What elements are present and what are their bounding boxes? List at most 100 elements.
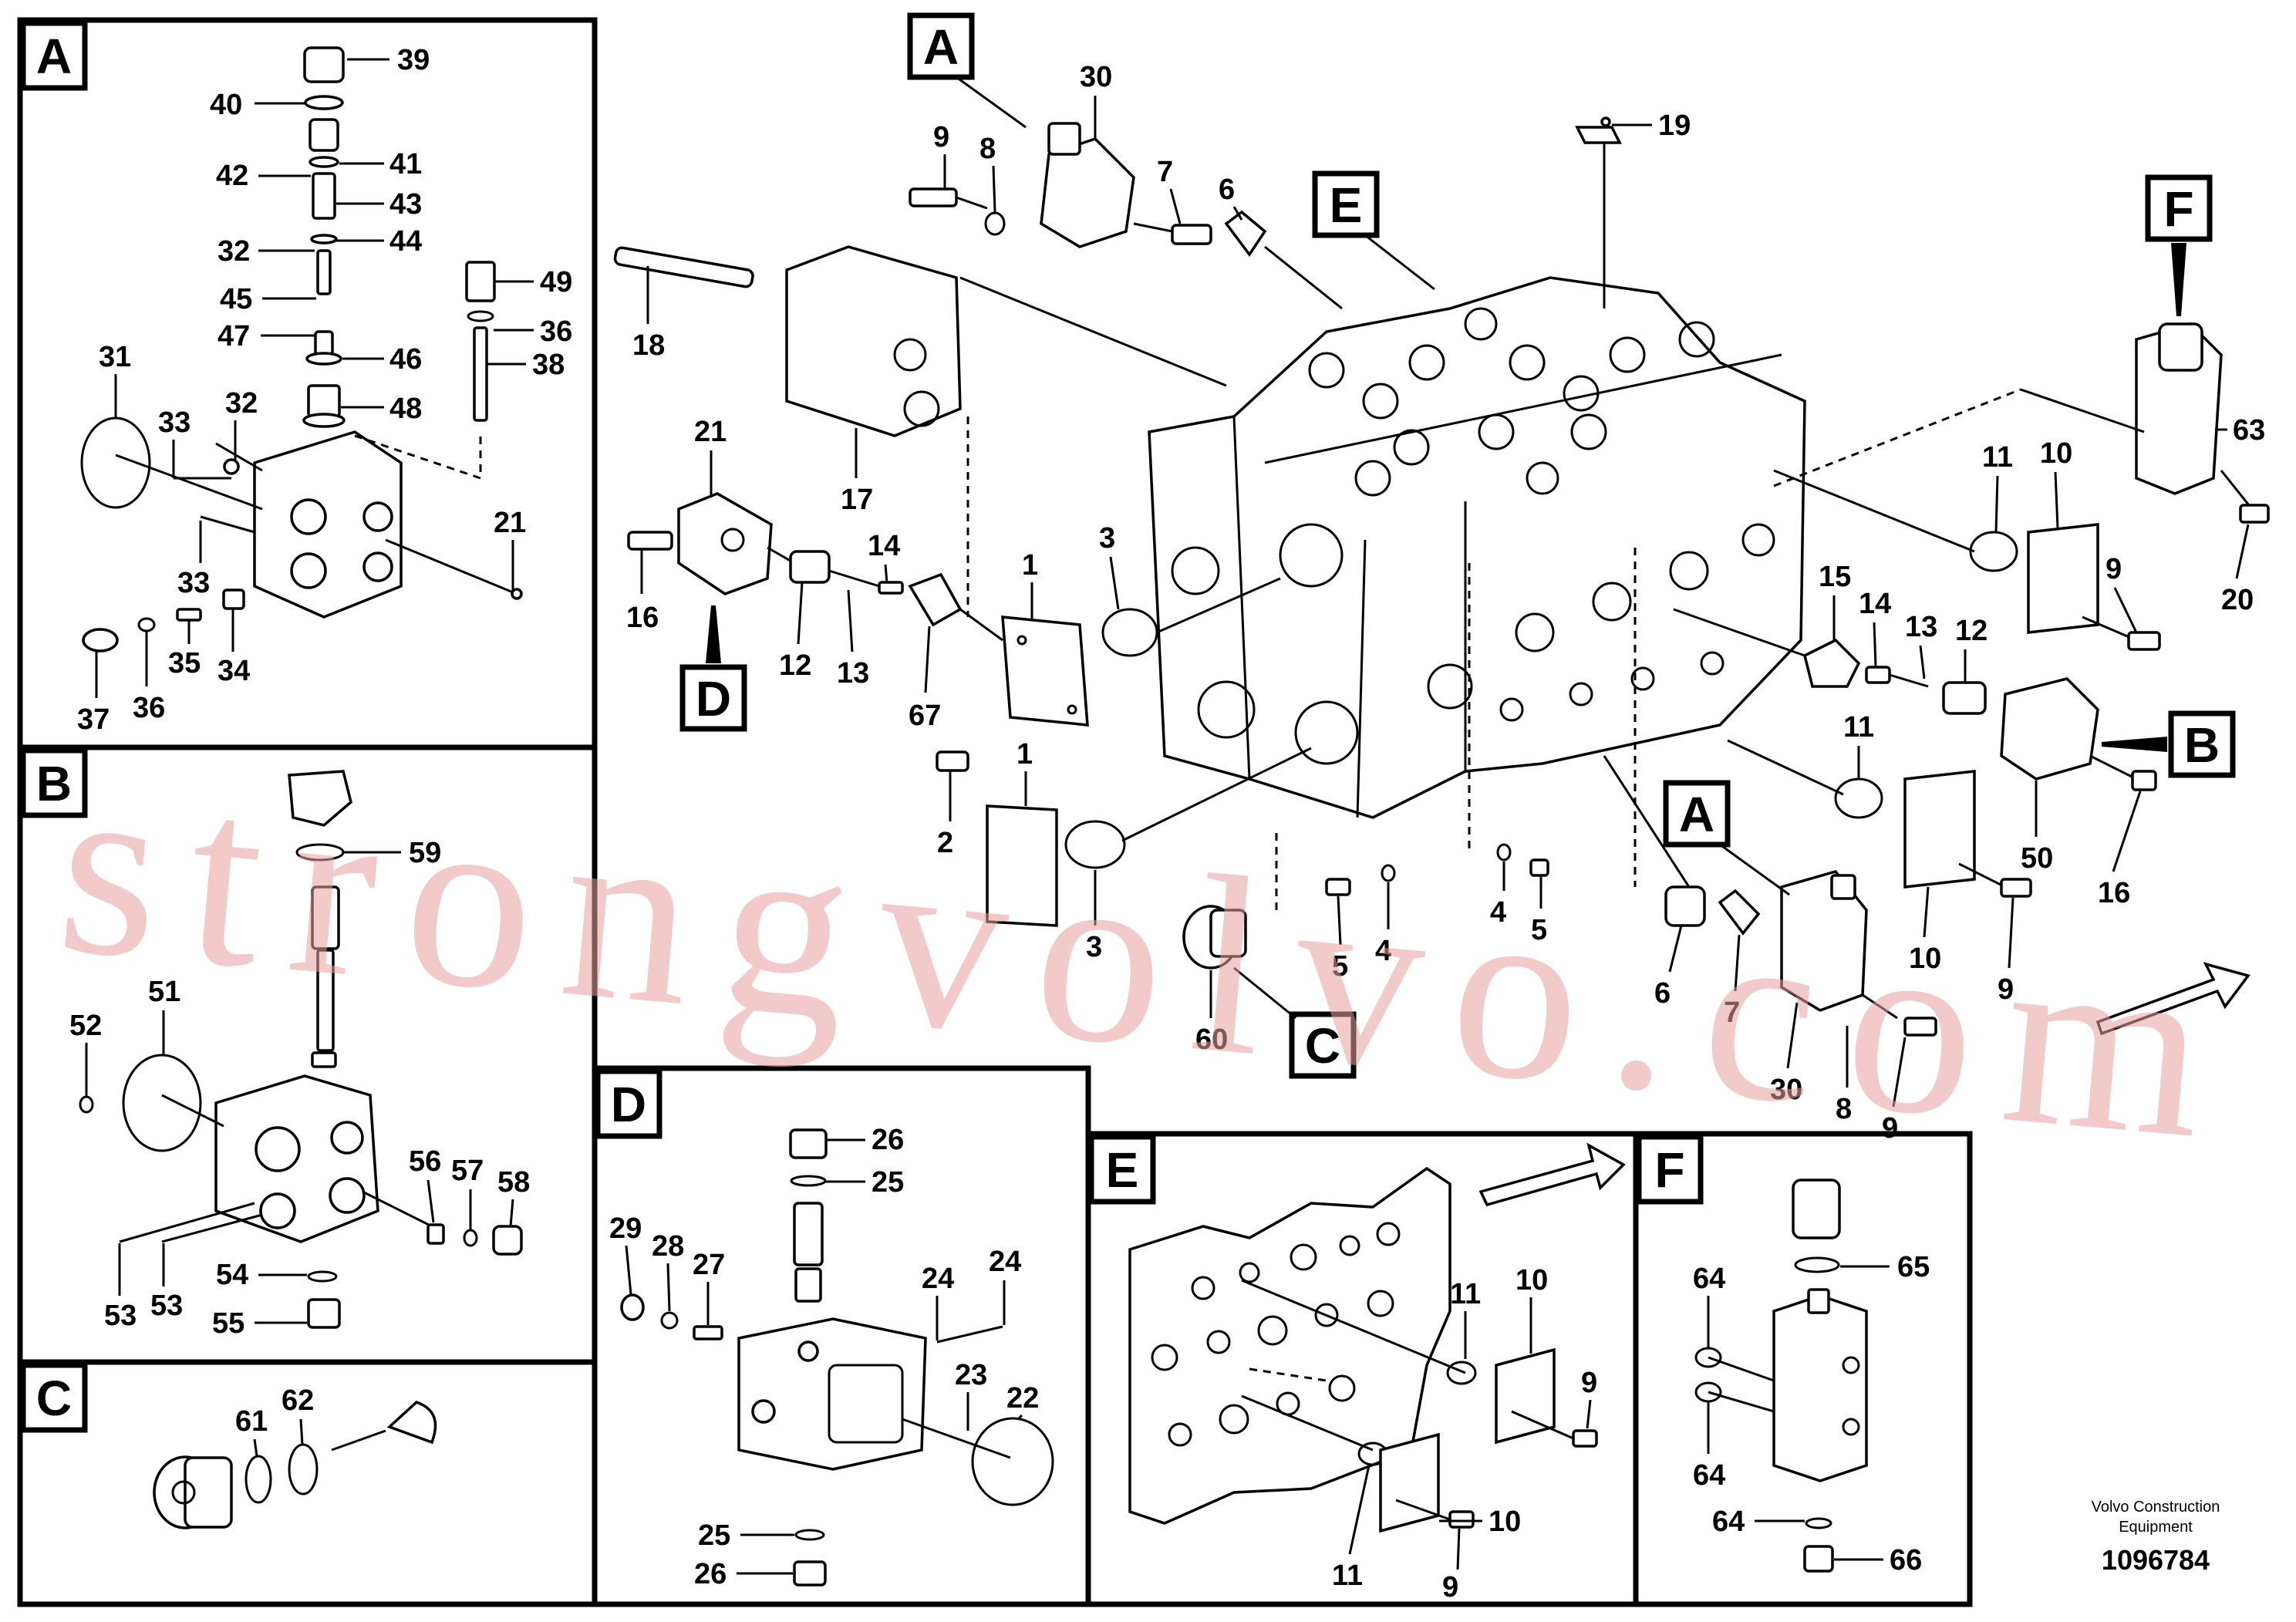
- label-58: 58: [497, 1166, 530, 1199]
- panel-a-tag: A: [20, 20, 88, 91]
- callout-a-bottom-letter: A: [1679, 787, 1714, 842]
- panel-d-labels: 26 25 29 28 27 24 24 23 22 25 26: [609, 1124, 1039, 1590]
- callout-a-bottom: A: [1663, 780, 1790, 896]
- label-11a: 11: [1450, 1278, 1481, 1310]
- label-31: 31: [99, 341, 131, 373]
- label-66: 66: [1890, 1544, 1922, 1576]
- label-2: 2: [937, 827, 953, 859]
- panel-f-letter: F: [1654, 1142, 1684, 1198]
- label-1: 1: [1022, 549, 1038, 582]
- label-1b: 1: [1017, 738, 1033, 771]
- label-8b: 8: [1836, 1093, 1852, 1125]
- panel-c-letter: C: [36, 1371, 72, 1426]
- panel-b-tag: B: [20, 747, 88, 818]
- label-60: 60: [1195, 1023, 1228, 1056]
- panel-c-drawing: [153, 1401, 437, 1529]
- label-61: 61: [235, 1405, 268, 1438]
- panel-b-drawing: [79, 770, 523, 1329]
- label-11b: 11: [1332, 1560, 1363, 1592]
- label-9b: 9: [2106, 553, 2122, 585]
- callout-d-letter: D: [696, 671, 731, 727]
- label-8: 8: [979, 133, 996, 165]
- label-67: 67: [909, 700, 941, 732]
- panel-e-tag: E: [1088, 1134, 1156, 1205]
- label-9: 9: [933, 121, 949, 153]
- credit-line-1: Volvo Construction: [2092, 1499, 2220, 1516]
- panel-e-drawing: [1128, 1142, 1626, 1533]
- callout-c: C: [1233, 966, 1357, 1079]
- label-30: 30: [1080, 61, 1112, 93]
- panel-d-tag: D: [595, 1068, 663, 1139]
- callout-a-top: A: [907, 12, 1027, 129]
- label-9a: 9: [1581, 1367, 1597, 1399]
- callout-e-letter: E: [1330, 177, 1363, 233]
- label-12b: 12: [1955, 615, 1988, 647]
- label-25a: 25: [872, 1166, 904, 1199]
- panel-f-frame: [1633, 1131, 1973, 1607]
- label-6: 6: [1219, 174, 1235, 206]
- label-27: 27: [693, 1249, 725, 1281]
- label-41: 41: [389, 148, 422, 180]
- label-62: 62: [282, 1384, 314, 1417]
- label-20: 20: [2221, 584, 2254, 616]
- panel-f-labels: 65 64 64 64 66: [1693, 1251, 1930, 1576]
- label-11: 11: [1982, 441, 2013, 474]
- label-16: 16: [626, 602, 659, 634]
- label-40: 40: [210, 89, 242, 121]
- label-35: 35: [168, 647, 201, 679]
- panel-e-labels: 11 10 9 10 11 9: [1332, 1264, 1597, 1603]
- label-9d: 9: [1882, 1112, 1898, 1145]
- panel-c-labels: 61 62: [235, 1384, 314, 1457]
- label-21: 21: [494, 507, 526, 539]
- label-9b: 9: [1442, 1571, 1458, 1603]
- label-29: 29: [609, 1212, 642, 1245]
- panel-e-letter: E: [1106, 1142, 1139, 1198]
- label-48: 48: [389, 393, 422, 425]
- label-14b: 14: [1859, 588, 1891, 620]
- document-number: 1096784: [2102, 1544, 2210, 1576]
- label-3: 3: [1099, 522, 1115, 555]
- main-valve-block: [1148, 276, 1806, 819]
- label-32: 32: [217, 235, 250, 268]
- label-5: 5: [1332, 950, 1348, 983]
- label-45: 45: [220, 283, 252, 315]
- label-42: 42: [216, 160, 248, 192]
- label-13b: 13: [1905, 611, 1937, 643]
- label-10: 10: [2040, 437, 2072, 470]
- label-10a: 10: [1515, 1264, 1548, 1297]
- callout-e: E: [1312, 170, 1435, 291]
- label-15: 15: [1819, 561, 1851, 593]
- panel-d-letter: D: [611, 1077, 646, 1132]
- label-46: 46: [389, 343, 422, 376]
- panel-a-letter: A: [36, 29, 72, 84]
- callout-f: F: [2145, 174, 2213, 316]
- label-36b: 36: [133, 692, 165, 724]
- label-4b: 4: [1490, 896, 1506, 929]
- label-51: 51: [148, 976, 180, 1008]
- panel-b-letter: B: [36, 756, 72, 811]
- main-labels: 30 9 8 7 6 19 18 17 21 16 12 13 14 67 1 …: [626, 61, 2265, 1145]
- label-56: 56: [409, 1145, 441, 1178]
- label-57: 57: [451, 1155, 484, 1187]
- label-34: 34: [217, 655, 250, 687]
- label-18: 18: [632, 329, 665, 362]
- label-64b: 64: [1693, 1459, 1725, 1492]
- callout-b: B: [2102, 710, 2236, 778]
- label-25b: 25: [698, 1519, 730, 1552]
- label-55: 55: [212, 1307, 244, 1340]
- label-33b: 33: [177, 567, 210, 599]
- label-13: 13: [837, 657, 869, 690]
- label-22: 22: [1006, 1382, 1039, 1415]
- label-12: 12: [779, 649, 811, 682]
- label-10b: 10: [1909, 943, 1941, 975]
- label-4: 4: [1375, 935, 1391, 967]
- callout-d: D: [679, 605, 747, 732]
- label-65: 65: [1897, 1251, 1930, 1283]
- panel-a-drawing: [80, 46, 523, 653]
- label-49: 49: [540, 266, 572, 298]
- panel-f-tag: F: [1636, 1134, 1704, 1205]
- label-9c: 9: [1998, 973, 2014, 1006]
- label-26a: 26: [872, 1124, 904, 1156]
- label-6b: 6: [1654, 977, 1671, 1010]
